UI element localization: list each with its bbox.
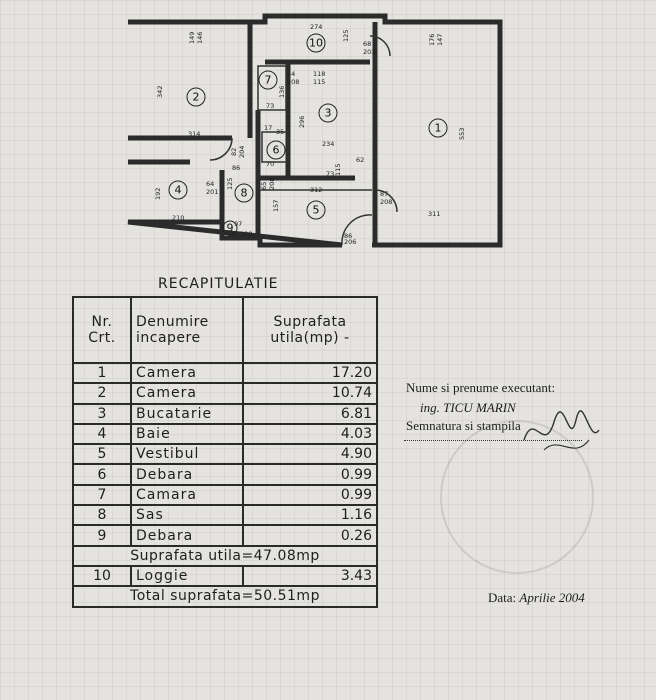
date-line: Data: Aprilie 2004 [488, 590, 585, 606]
room-number-8: 8 [234, 183, 254, 203]
dim-label: 176 [428, 34, 436, 46]
dim-label: 87 [380, 190, 388, 198]
recap-title: RECAPITULATIE [158, 276, 279, 292]
dim-label: 73 [266, 102, 274, 110]
dim-label: 65 [260, 182, 268, 190]
dim-label: 157 [272, 200, 280, 212]
dim-label: 234 [322, 140, 334, 148]
dim-label: 342 [156, 86, 164, 98]
dim-label: 146 [196, 32, 204, 44]
room-number-4: 4 [168, 180, 188, 200]
dim-label: 208 [287, 78, 299, 86]
recap-table: Nr. Crt. Denumire incapere Suprafata uti… [72, 296, 378, 608]
dim-label: 35 [276, 128, 284, 136]
dim-label: 311 [428, 210, 440, 218]
svg-text:4: 4 [175, 184, 182, 197]
dim-label: 210 [172, 214, 184, 222]
dim-label: 274 [310, 23, 322, 31]
dim-label: 136 [278, 86, 286, 98]
dim-label: 64 [206, 180, 214, 188]
svg-text:6: 6 [273, 144, 280, 157]
dim-label: 296 [298, 116, 306, 128]
dim-label: 17 [264, 124, 272, 132]
svg-text:7: 7 [265, 74, 272, 87]
svg-text:5: 5 [313, 204, 320, 217]
dim-label: 68 [363, 40, 371, 48]
floor-plan: 1 2 3 4 5 6 7 8 9 10 274 125 68 203 176 … [127, 13, 503, 248]
header-nr: Nr. Crt. [72, 296, 132, 364]
dim-label: 149 [188, 32, 196, 44]
dim-label: 208 [268, 178, 276, 190]
usable-total-row: Suprafata utila=47.08mp [72, 544, 378, 567]
room-number-1: 1 [428, 118, 448, 138]
dim-label: 64 [287, 70, 295, 78]
svg-text:8: 8 [241, 187, 248, 200]
dim-label: 73 [326, 170, 334, 178]
faded-stamp [440, 420, 594, 574]
stamp-label: Semnatura si stampila [406, 418, 521, 433]
handwritten-signature [523, 410, 600, 451]
room-number-2: 2 [186, 87, 206, 107]
svg-text:9: 9 [227, 222, 234, 235]
dim-label: 208 [380, 198, 392, 206]
dim-label: 70 [266, 160, 274, 168]
dim-label: 204 [238, 146, 246, 158]
dim-label: 312 [310, 186, 322, 194]
svg-text:1: 1 [435, 122, 442, 135]
dim-label: 62 [356, 156, 364, 164]
svg-text:10: 10 [309, 37, 323, 50]
room-number-6: 6 [266, 140, 286, 160]
grand-total-row: Total suprafata=50.51mp [72, 585, 378, 608]
dim-label: 206 [344, 238, 356, 246]
dim-label: 97 [234, 220, 242, 228]
room-number-7: 7 [258, 70, 278, 90]
dim-label: 192 [154, 188, 162, 200]
dim-label: 128 [240, 230, 252, 238]
dim-label: 201 [206, 188, 218, 196]
room-number-3: 3 [318, 103, 338, 123]
dim-label: 86 [232, 164, 240, 172]
table-header-row: Nr. Crt. Denumire incapere Suprafata uti… [72, 296, 378, 364]
dim-label: 314 [188, 130, 200, 138]
dim-label: 115 [313, 78, 325, 86]
dim-label: 115 [334, 164, 342, 176]
executant-name: ing. TICU MARIN [420, 400, 516, 415]
header-name: Denumire incapere [130, 296, 244, 364]
dim-label: 86 [344, 232, 352, 240]
room-number-5: 5 [306, 200, 326, 220]
room7-box [257, 65, 287, 111]
dim-label: 125 [342, 30, 350, 42]
room-number-10: 10 [306, 33, 326, 53]
door-arc-10 [369, 35, 391, 57]
door-arc-2 [209, 137, 233, 161]
header-area: Suprafata utila(mp) - [242, 296, 378, 364]
outer-wall [127, 13, 503, 248]
dim-label: 147 [436, 34, 444, 46]
room-number-9: 9 [222, 220, 238, 236]
svg-text:2: 2 [193, 91, 200, 104]
date-label: Data: [488, 590, 517, 605]
dim-label: 125 [226, 178, 234, 190]
door-arc-5 [341, 214, 373, 246]
room6-box [261, 131, 289, 163]
signature-line [404, 440, 582, 441]
door-arc-1 [374, 189, 398, 213]
dim-label: 203 [363, 48, 375, 56]
dim-label: 82 [230, 148, 238, 156]
executant-label: Nume si prenume executant: [406, 380, 556, 395]
dim-label: 553 [458, 128, 466, 140]
date-value: Aprilie 2004 [519, 590, 585, 605]
dim-label: 118 [313, 70, 325, 78]
svg-text:3: 3 [325, 107, 332, 120]
